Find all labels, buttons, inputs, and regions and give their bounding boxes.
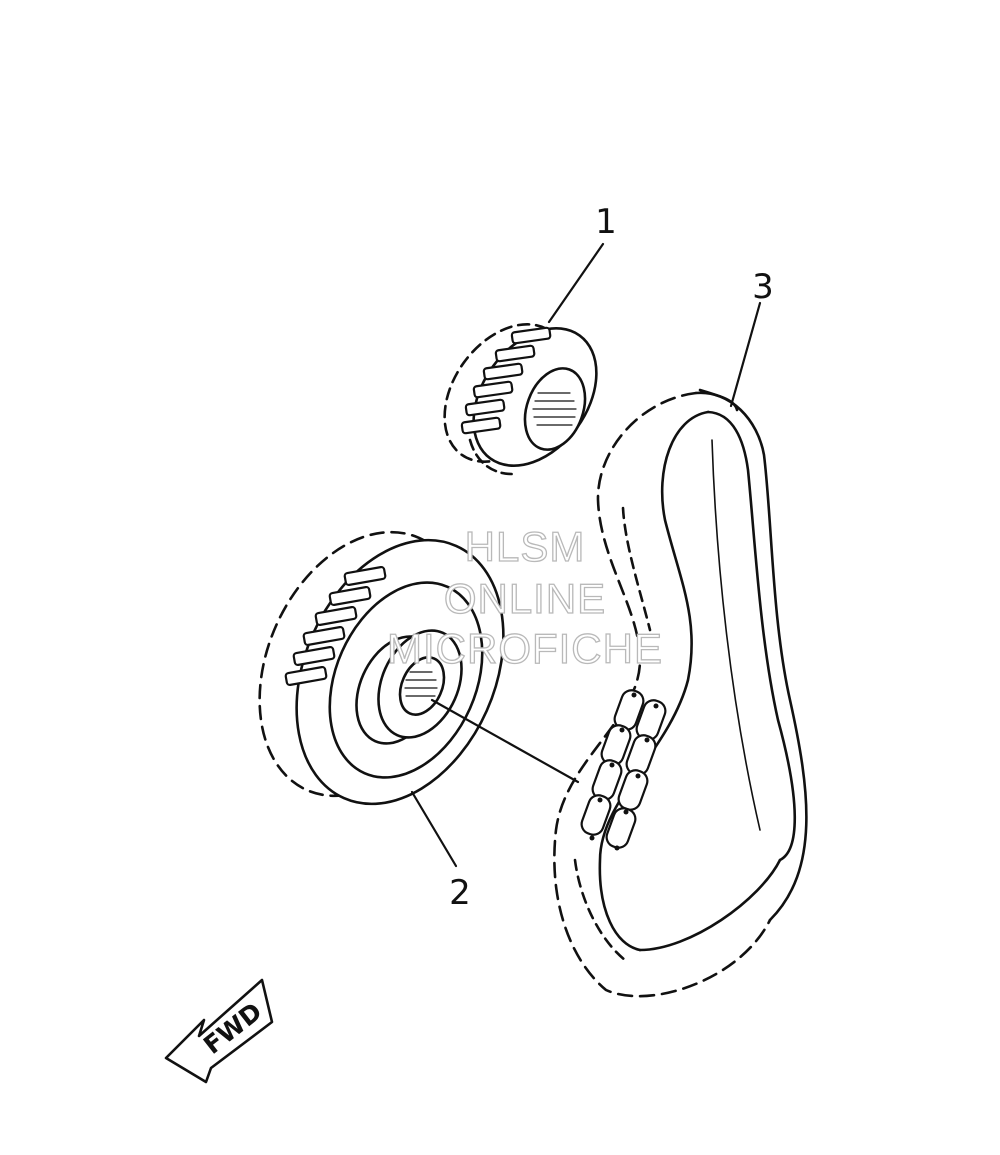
leader-line-1	[547, 242, 605, 324]
callout-number-2: 2	[449, 873, 471, 913]
callout-number-3: 3	[752, 267, 774, 307]
bore-spline-lines	[404, 671, 438, 697]
small-sprocket-part-1	[443, 323, 598, 476]
bore-spline-lines	[532, 392, 577, 426]
large-sprocket-part-2	[258, 530, 580, 806]
fwd-arrow	[164, 978, 274, 1084]
leader-line-2	[410, 790, 458, 868]
callout-number-1: 1	[595, 202, 617, 242]
sprocket-teeth	[284, 565, 387, 687]
chain-pins	[589, 692, 659, 851]
sprocket-teeth	[460, 326, 552, 435]
assembly-line	[430, 698, 580, 784]
leader-line-3	[729, 301, 762, 408]
chain-links	[580, 689, 667, 849]
drive-chain-part-3	[553, 388, 808, 998]
